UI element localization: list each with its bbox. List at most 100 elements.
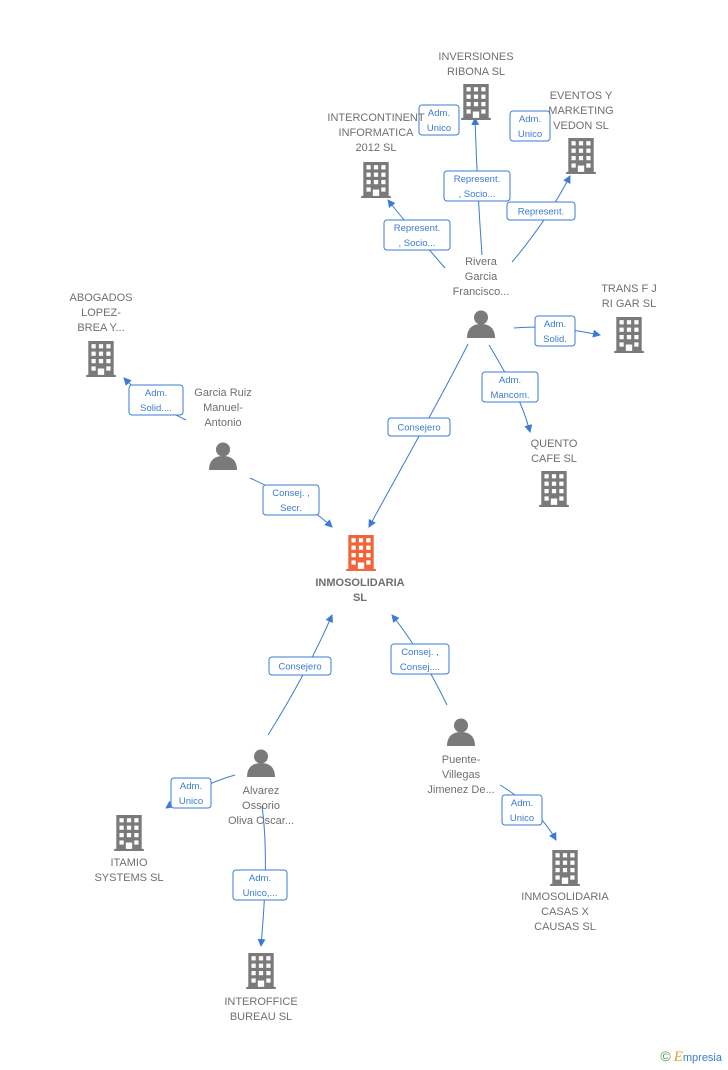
edge-label-line: Adm. — [145, 388, 167, 399]
edge-label-alvarez-interoffice[interactable]: Adm.Unico,... — [232, 869, 288, 901]
edge-label-puente-casas[interactable]: Adm.Unico — [501, 794, 543, 826]
person-label: Villegas — [442, 769, 481, 781]
edge-label-box — [383, 219, 451, 251]
center-company-node[interactable]: INMOSOLIDARIA SL — [315, 535, 405, 604]
company-label: QUENTO — [531, 438, 578, 450]
brand-initial: E — [673, 1049, 683, 1065]
person-label: Rivera — [465, 256, 498, 268]
edge-label-line: Adm. — [499, 375, 521, 386]
edge-label-box — [501, 794, 543, 826]
company-node-trans[interactable]: TRANS F JRI GAR SL — [601, 283, 657, 353]
edge-label-box — [262, 484, 320, 516]
company-label: CAUSAS SL — [534, 921, 596, 933]
company-label: SYSTEMS SL — [94, 872, 163, 884]
edge-labels-layer: Represent., Socio...Adm.UnicoRepresent.A… — [128, 104, 576, 901]
edge-label-rivera-center[interactable]: Consejero — [387, 417, 451, 437]
edge-label-line: , Socio... — [459, 189, 496, 200]
building-icon — [550, 850, 580, 886]
edge-label-line: Consej.... — [400, 662, 440, 673]
company-label: INTERCONTINENT — [327, 112, 424, 124]
company-label: CAFE SL — [531, 453, 577, 465]
person-label: Garcia Ruiz — [194, 387, 251, 399]
company-label: ABOGADOS — [70, 292, 133, 304]
edge-label-box — [268, 656, 332, 676]
edge-label-puente-center[interactable]: Consej. ,Consej.... — [390, 643, 450, 675]
edge-label-rivera-eventos-rep[interactable]: Represent. — [506, 201, 576, 221]
company-label: CASAS X — [541, 906, 589, 918]
edge-label-box — [418, 104, 460, 136]
person-icon — [209, 442, 237, 470]
person-label: Garcia — [465, 271, 498, 283]
edge-label-box — [506, 201, 576, 221]
company-node-quento[interactable]: QUENTO CAFE SL — [531, 438, 578, 507]
company-node-intercontinental[interactable]: INTERCONTINENT INFORMATICA 2012 SL — [327, 112, 425, 198]
company-label: MARKETING — [548, 105, 613, 117]
edge-label-line: , Socio... — [399, 238, 436, 249]
company-label: INMOSOLIDARIA — [521, 891, 609, 903]
person-label: Alvarez — [243, 785, 280, 797]
edge-label-line: Represent. — [454, 174, 500, 185]
person-label: Manuel- — [203, 402, 243, 414]
person-label: Jimenez De... — [427, 784, 494, 796]
edge-label-rivera-inversiones-adm[interactable]: Adm.Unico — [418, 104, 460, 136]
company-node-itamio[interactable]: ITAMIO SYSTEMS SL — [94, 815, 164, 884]
edge-label-line: Mancom. — [490, 390, 529, 401]
person-label: Ossorio — [242, 800, 280, 812]
edge-label-line: Consej. , — [272, 488, 310, 499]
edge-label-line: Secr. — [280, 503, 302, 514]
company-label: INTEROFFICE — [224, 996, 297, 1008]
edge-label-rivera-inversiones-rep[interactable]: Represent. , Socio... — [443, 170, 511, 202]
person-node-rivera[interactable]: RiveraGarciaFrancisco... — [453, 256, 510, 338]
person-icon — [447, 718, 475, 746]
center-company-label: INMOSOLIDARIA — [315, 577, 404, 589]
edge-label-line: Adm. — [511, 798, 533, 809]
building-icon — [346, 535, 376, 571]
edge-label-box — [443, 170, 511, 202]
edge-label-line: Solid.... — [140, 403, 172, 414]
edge-label-line: Consejero — [397, 423, 440, 434]
building-icon — [461, 84, 491, 120]
edge-label-line: Represent. — [518, 207, 564, 218]
building-icon — [246, 953, 276, 989]
person-icon — [247, 749, 275, 777]
company-label: BREA Y... — [77, 322, 124, 334]
edge-label-box — [387, 417, 451, 437]
company-label: ITAMIO — [110, 857, 148, 869]
company-node-casas[interactable]: INMOSOLIDARIA CASAS X CAUSAS SL — [521, 850, 609, 933]
empresia-watermark: © Empresia — [660, 1048, 722, 1066]
building-icon — [614, 317, 644, 353]
edge-label-rivera-eventos-adm[interactable]: Adm.Unico — [509, 110, 551, 142]
edge-label-line: Adm. — [544, 319, 566, 330]
person-label: Antonio — [204, 417, 241, 429]
edge-label-box — [232, 869, 288, 901]
center-company-label: SL — [353, 592, 367, 604]
edge-label-box — [390, 643, 450, 675]
edge-label-rivera-intercontinental[interactable]: Represent., Socio... — [383, 219, 451, 251]
person-label: Francisco... — [453, 286, 510, 298]
company-label: TRANS F J — [601, 283, 657, 295]
edge-label-garcia-center[interactable]: Consej. , Secr. — [262, 484, 320, 516]
company-label: EVENTOS Y — [550, 90, 613, 102]
building-icon — [539, 471, 569, 507]
building-icon — [361, 162, 391, 198]
company-label: 2012 SL — [356, 142, 397, 154]
brand-name: mpresia — [682, 1052, 722, 1064]
edge-label-alvarez-itamio[interactable]: Adm.Unico — [170, 777, 212, 809]
edge-label-garcia-abogados[interactable]: Adm. Solid.... — [128, 384, 184, 416]
edge-label-rivera-quento[interactable]: Adm. Mancom. — [481, 371, 539, 403]
edge-label-alvarez-center[interactable]: Consejero — [268, 656, 332, 676]
edge-label-line: Unico — [427, 123, 451, 134]
edge-label-box — [509, 110, 551, 142]
edge-label-rivera-trans[interactable]: Adm.Solid. — [534, 315, 576, 347]
edge-label-box — [170, 777, 212, 809]
edge-label-box — [481, 371, 539, 403]
company-label: INFORMATICA — [339, 127, 415, 139]
